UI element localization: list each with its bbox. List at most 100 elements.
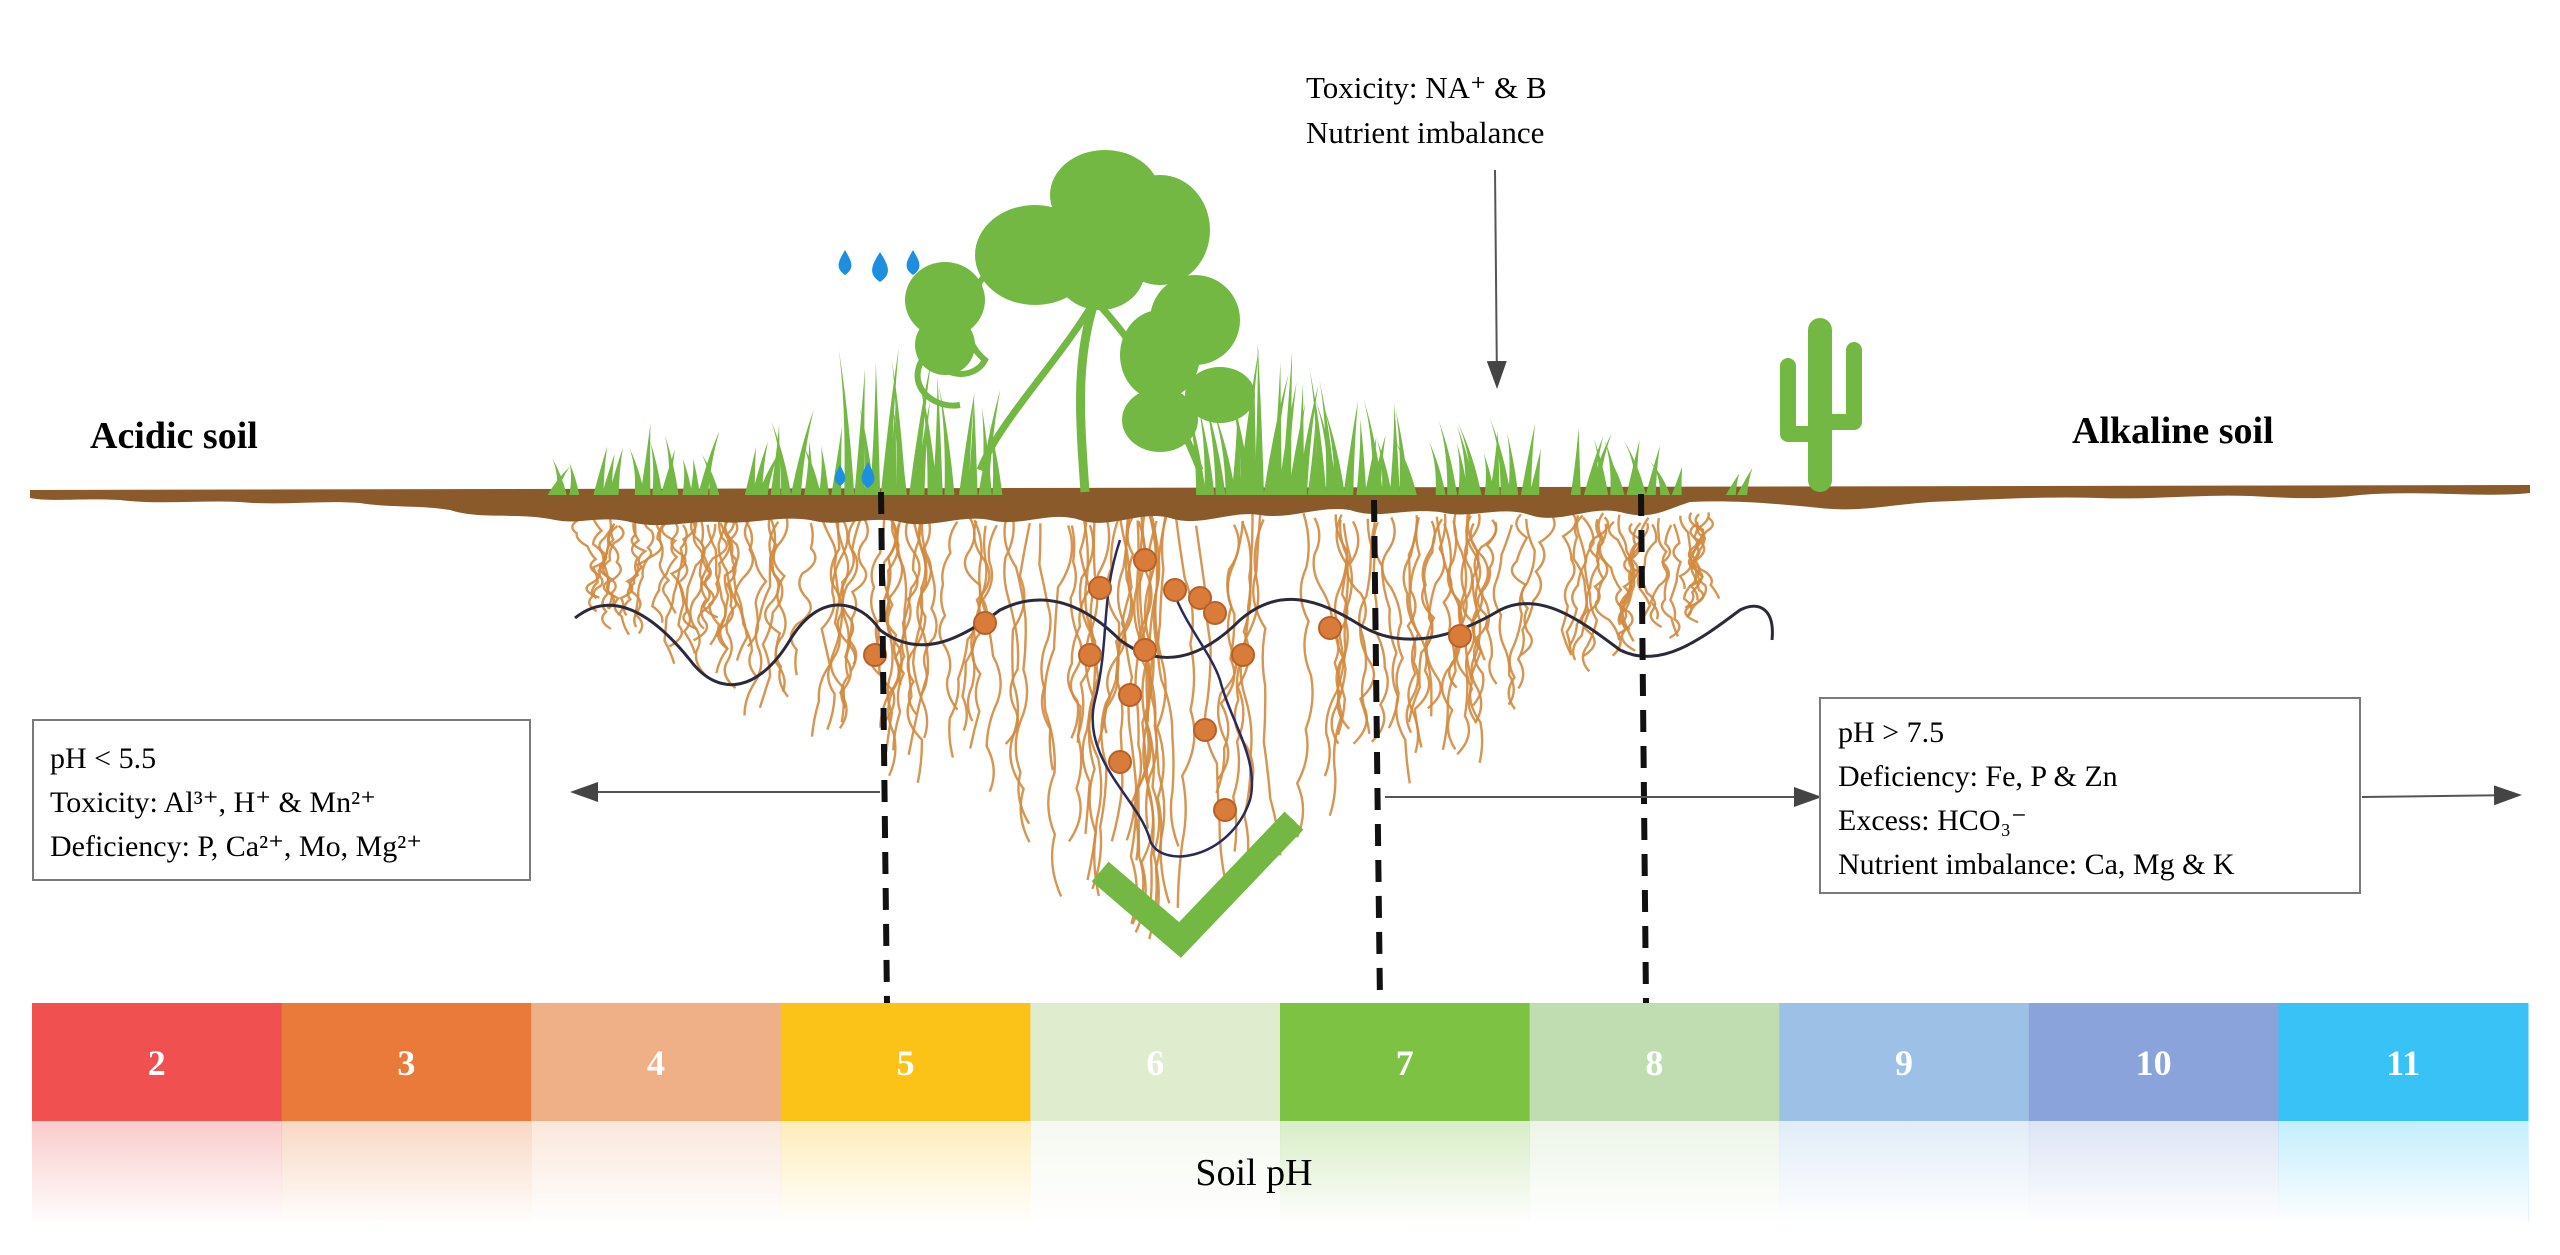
check-icon xyxy=(1091,811,1304,958)
root-system xyxy=(571,511,1721,940)
root-strand xyxy=(1560,512,1577,654)
alkaline-deficiency: Deficiency: Fe, P & Zn xyxy=(1838,760,2118,793)
root-strand xyxy=(895,523,924,784)
root-strand xyxy=(819,515,858,665)
ph-segment-label: 2 xyxy=(148,1043,166,1083)
grass-clump xyxy=(1608,439,1661,495)
root-strand xyxy=(1156,513,1180,847)
root-strand xyxy=(628,523,642,628)
root-strand xyxy=(723,521,754,690)
root-nodule xyxy=(1133,638,1157,662)
root-strand xyxy=(1568,514,1589,647)
root-strand xyxy=(588,522,616,613)
root-strand xyxy=(717,516,759,679)
root-strand xyxy=(907,512,933,756)
root-nodules xyxy=(863,548,1472,822)
ph-segment-label: 4 xyxy=(647,1043,665,1083)
root-nodule xyxy=(1448,624,1472,648)
root-strand xyxy=(973,519,1002,793)
top-annotation-line1: Toxicity: NA⁺ & B xyxy=(1306,70,1547,105)
root-strand xyxy=(1402,517,1431,748)
grass-clump xyxy=(1363,398,1417,495)
root-strand xyxy=(571,519,604,600)
root-nodule xyxy=(1188,586,1212,610)
root-strand xyxy=(772,515,789,698)
top-annotation-line2: Nutrient imbalance xyxy=(1306,115,1544,150)
root-strand xyxy=(1194,525,1227,883)
alkaline-nutrient-imbalance: Nutrient imbalance: Ca, Mg & K xyxy=(1838,848,2235,881)
root-strand xyxy=(1679,515,1698,617)
ph-scale-reflection-fade xyxy=(32,1121,2528,1226)
root-strand xyxy=(1323,520,1360,777)
root-strand xyxy=(1352,521,1377,745)
grass-clump xyxy=(1649,461,1683,495)
mycorrhizal-line xyxy=(574,597,1774,687)
grass-clump xyxy=(682,430,720,495)
root-strand xyxy=(1620,522,1642,652)
alkaline-info-box xyxy=(1819,697,2361,894)
root-strand xyxy=(1043,525,1074,898)
root-strand xyxy=(1421,518,1443,717)
acidic-ph-range: pH < 5.5 xyxy=(50,742,156,775)
root-strand xyxy=(1009,522,1031,843)
root-strand xyxy=(1091,517,1133,890)
root-nodule xyxy=(1088,576,1112,600)
root-strand xyxy=(692,517,728,642)
root-strand xyxy=(1066,514,1092,739)
root-strand xyxy=(1466,513,1485,707)
root-strand xyxy=(743,521,780,716)
root-strand xyxy=(1492,524,1515,706)
root-strand xyxy=(605,524,630,636)
root-strand xyxy=(706,524,729,674)
root-strand xyxy=(882,518,903,777)
root-strand xyxy=(1571,512,1609,661)
root-nodule xyxy=(1203,601,1227,625)
root-strand xyxy=(585,516,605,599)
acidic-soil-label: Acidic soil xyxy=(90,415,258,457)
acidic-info-box xyxy=(32,719,531,881)
root-nodule xyxy=(1213,798,1237,822)
root-strand xyxy=(1649,517,1669,620)
root-strand xyxy=(1660,524,1680,638)
soil-surface xyxy=(30,485,2530,526)
root-strand xyxy=(1405,519,1421,734)
ph-threshold-lines xyxy=(878,491,1649,1004)
grass-clump xyxy=(1570,427,1621,495)
root-nodule xyxy=(1133,548,1157,572)
ph-segment-label: 7 xyxy=(1396,1043,1414,1083)
root-strand xyxy=(651,523,679,624)
root-strand xyxy=(810,520,849,737)
root-strand xyxy=(1668,523,1683,640)
grass-clump xyxy=(790,409,842,495)
grass-clump xyxy=(1489,417,1541,495)
root-strand xyxy=(1116,513,1138,841)
acidic-toxicity: Toxicity: Al³⁺, H⁺ & Mn²⁺ xyxy=(50,786,376,819)
grass-clump xyxy=(547,457,580,495)
root-strand xyxy=(1129,520,1152,924)
root-strand xyxy=(1581,516,1599,673)
root-strand xyxy=(1081,521,1111,835)
ph-scale-title: Soil pH xyxy=(1195,1152,1312,1194)
ph-segment-label: 11 xyxy=(2386,1043,2420,1083)
root-strand xyxy=(948,520,991,758)
ph-segment-label: 8 xyxy=(1645,1043,1663,1083)
grass-clump xyxy=(593,446,623,495)
grass-clump xyxy=(744,419,792,495)
arrows xyxy=(570,169,2522,807)
root-strand xyxy=(633,519,669,635)
root-strand xyxy=(938,520,959,711)
root-thread xyxy=(1091,539,1254,858)
root-strand xyxy=(969,524,998,749)
root-strand xyxy=(910,513,929,739)
root-strand xyxy=(1003,515,1031,825)
root-nodule xyxy=(1193,718,1217,742)
grass-clump xyxy=(1278,367,1336,495)
ph-segment-label: 9 xyxy=(1895,1043,1913,1083)
root-strand xyxy=(1068,524,1095,843)
alkaline-soil-label: Alkaline soil xyxy=(2072,410,2274,452)
root-strand xyxy=(1421,520,1442,710)
ph-segment-label: 5 xyxy=(897,1043,915,1083)
grass-clump xyxy=(891,359,955,495)
